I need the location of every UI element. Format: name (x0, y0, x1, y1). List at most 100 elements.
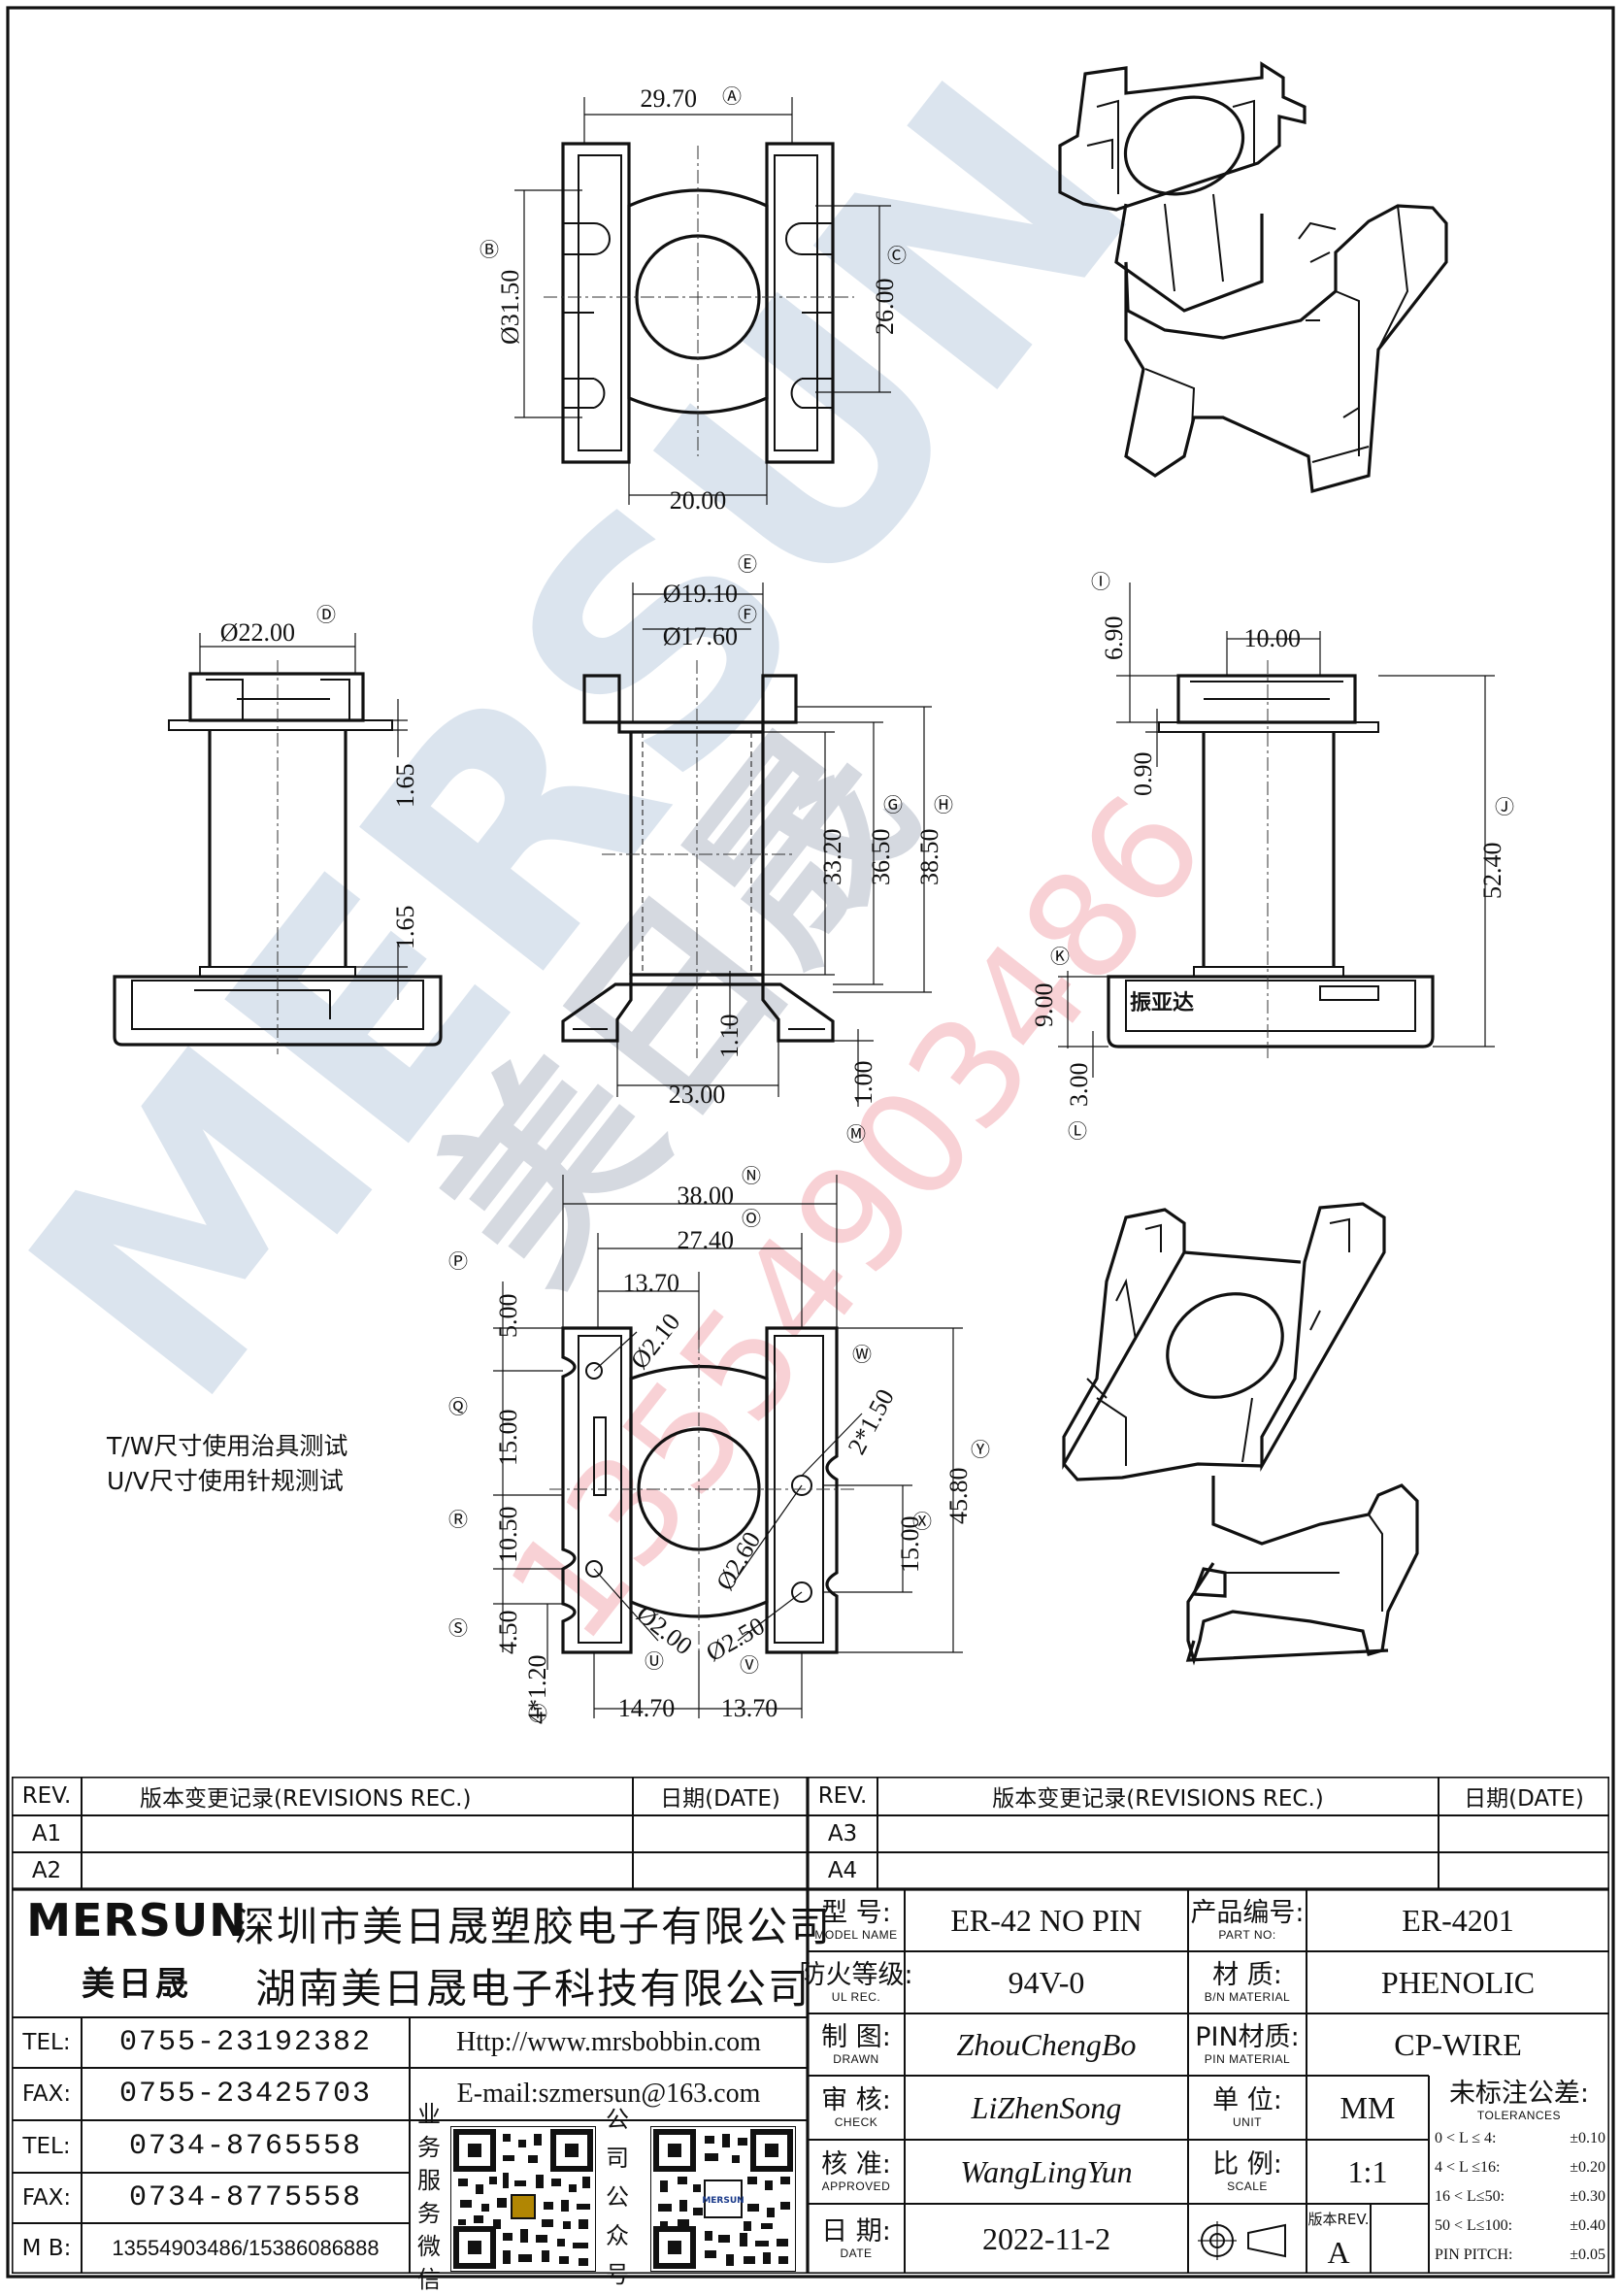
watermark: MERSUN 美日晟 13554903486 (0, 18, 1238, 1672)
check-label: 审 核:CHECK (821, 2085, 891, 2130)
callout-s: Ⓢ (448, 1616, 468, 1640)
part-no-value: ER-4201 (1402, 1902, 1514, 1938)
model-label: 型 号:MODEL NAME (814, 1898, 898, 1943)
rev-a2: A2 (31, 1858, 62, 1883)
approved-value: WangLingYun (960, 2153, 1133, 2189)
tolerance-label: 未标注公差:TOLERANCES (1448, 2079, 1590, 2123)
dim-bot-4580: 45.80 (944, 1468, 973, 1525)
callout-l: Ⓛ (1068, 1119, 1087, 1143)
qr-code-official-icon: MERSUN (650, 2126, 796, 2272)
drawn-value: ZhouChengBo (956, 2026, 1137, 2062)
dim-top-bottom-width: 20.00 (670, 486, 727, 515)
qr-label-wechat: 业务服务微信 (417, 2101, 441, 2293)
tolerance-row: 50 < L≤100:±0.40 (1435, 2217, 1605, 2234)
contact-value-4: 0734-8775558 (128, 2181, 363, 2214)
ul-value: 94V-0 (1008, 1964, 1085, 2000)
company-name-hunan: 湖南美日晟电子科技有限公司 (255, 1964, 811, 2013)
dim-bot-phi260: Ø2.60 (711, 1527, 766, 1595)
dim-top-phi-outer: Ø31.50 (496, 270, 524, 345)
dim-bot-4x120: 4*1.20 (523, 1655, 551, 1725)
dim-mid-phi-inner: Ø17.60 (663, 622, 738, 650)
contact-value-1: 0755-23192382 (118, 2026, 373, 2059)
dim-left-165-top: 1.65 (391, 764, 419, 809)
callout-h: Ⓗ (934, 793, 953, 816)
callout-j: Ⓙ (1495, 795, 1514, 818)
callout-i: Ⓘ (1091, 570, 1110, 593)
model-value: ER-42 NO PIN (950, 1902, 1142, 1938)
dim-mid-100: 1.00 (849, 1061, 877, 1106)
contact-label-3: TEL: (22, 2134, 71, 2159)
callout-w: Ⓦ (852, 1343, 872, 1366)
drawn-label: 制 图:DRAWN (821, 2022, 891, 2067)
contact-value-3: 0734-8765558 (128, 2130, 363, 2163)
check-value: LiZhenSong (971, 2089, 1122, 2125)
tolerance-row: 16 < L≤50:±0.30 (1435, 2188, 1605, 2205)
tolerance-row: PIN PITCH:±0.05 (1435, 2246, 1605, 2263)
part-no-label: 产品编号:PART NO: (1190, 1898, 1305, 1943)
note-uv: U/V尺寸使用针规测试 (107, 1467, 344, 1495)
qr-code-wechat-icon (450, 2126, 596, 2272)
contact-label-1: TEL: (22, 2030, 71, 2055)
company-name-shenzhen: 深圳市美日晟塑胶电子有限公司 (234, 1902, 833, 1950)
tolerance-row: 0 < L ≤ 4:±0.10 (1435, 2130, 1605, 2146)
dim-right-090: 0.90 (1129, 752, 1157, 797)
email-link[interactable]: E-mail:szmersun@163.com (456, 2079, 761, 2109)
callout-a: Ⓐ (722, 84, 742, 108)
tolerance-row: 4 < L ≤16:±0.20 (1435, 2159, 1605, 2176)
dim-bot-1500-r: 15.00 (896, 1516, 924, 1574)
dim-bot-450: 4.50 (494, 1611, 522, 1655)
callout-y: Ⓨ (971, 1438, 990, 1461)
material-label: 材 质:B/N MATERIAL (1204, 1960, 1291, 2005)
qr-label-official: 公司公众号 (606, 2106, 629, 2288)
brand-logo-cn: 美日晟 (82, 1964, 192, 2004)
dim-mid-base: 23.00 (669, 1081, 726, 1109)
rev-header-right: REV. (817, 1783, 868, 1809)
dim-bot-phi250: Ø2.50 (702, 1612, 770, 1667)
unit-value: MM (1340, 2089, 1396, 2125)
note-tw: T/W尺寸使用治具测试 (107, 1432, 348, 1460)
callout-d: Ⓓ (316, 603, 336, 626)
date-header-left: 日期(DATE) (660, 1786, 780, 1812)
date-label: 日 期:DATE (821, 2216, 891, 2261)
dim-bot-1500: 15.00 (494, 1410, 522, 1467)
title-block-grid (12, 1777, 1609, 2274)
contact-label-2: FAX: (21, 2081, 72, 2107)
dim-left-165-bottom: 1.65 (391, 906, 419, 950)
title-block: REV. 版本变更记录(REVISIONS REC.) 日期(DATE) A1 … (12, 1777, 1609, 2293)
iso-view-top (1058, 61, 1448, 494)
top-view: 29.70 Ⓐ Ø31.50 Ⓑ 26.00 Ⓒ 20.00 (480, 84, 907, 515)
dim-bot-1470: 14.70 (618, 1694, 676, 1722)
rev-a4: A4 (827, 1858, 858, 1883)
callout-t: Ⓣ (528, 1702, 547, 1725)
website-link[interactable]: Http://www.mrsbobbin.com (456, 2027, 761, 2057)
callout-k: Ⓚ (1050, 945, 1070, 968)
contact-value-2: 0755-23425703 (118, 2078, 373, 2111)
revisions-header-right: 版本变更记录(REVISIONS REC.) (992, 1786, 1324, 1812)
callout-b: Ⓑ (480, 238, 499, 261)
callout-p: Ⓟ (448, 1249, 468, 1273)
callout-x: Ⓧ (912, 1510, 932, 1533)
dim-bot-1370-bottom: 13.70 (721, 1694, 778, 1722)
left-side-view: Ø22.00 Ⓓ 1.65 1.65 (113, 603, 443, 1054)
ul-label: 防火等级:UL REC. (799, 1960, 913, 2005)
version-value: A (1327, 2234, 1350, 2270)
unit-label: 单 位:UNIT (1212, 2085, 1282, 2130)
callout-e: Ⓔ (738, 552, 757, 576)
dim-mid-110: 1.10 (715, 1015, 744, 1059)
contact-label-4: FAX: (21, 2185, 72, 2211)
dim-bot-1050: 10.50 (494, 1507, 522, 1564)
dim-bot-2x150: 2*1.50 (843, 1384, 900, 1459)
rev-header-left: REV. (21, 1783, 72, 1809)
mb-label: M B: (21, 2236, 72, 2261)
version-label: 版本REV. (1307, 2210, 1370, 2228)
date-value: 2022-11-2 (981, 2220, 1111, 2256)
scale-value: 1:1 (1347, 2153, 1388, 2189)
dim-top-width: 29.70 (641, 84, 698, 113)
dim-right-width: 10.00 (1244, 624, 1302, 652)
qr-brand-mark: MERSUN (702, 2196, 744, 2206)
pin-material-value: CP-WIRE (1394, 2026, 1522, 2062)
dim-right-900: 9.00 (1030, 983, 1058, 1028)
part-marking: 振亚达 (1130, 990, 1194, 1015)
dim-top-height: 26.00 (871, 279, 899, 336)
